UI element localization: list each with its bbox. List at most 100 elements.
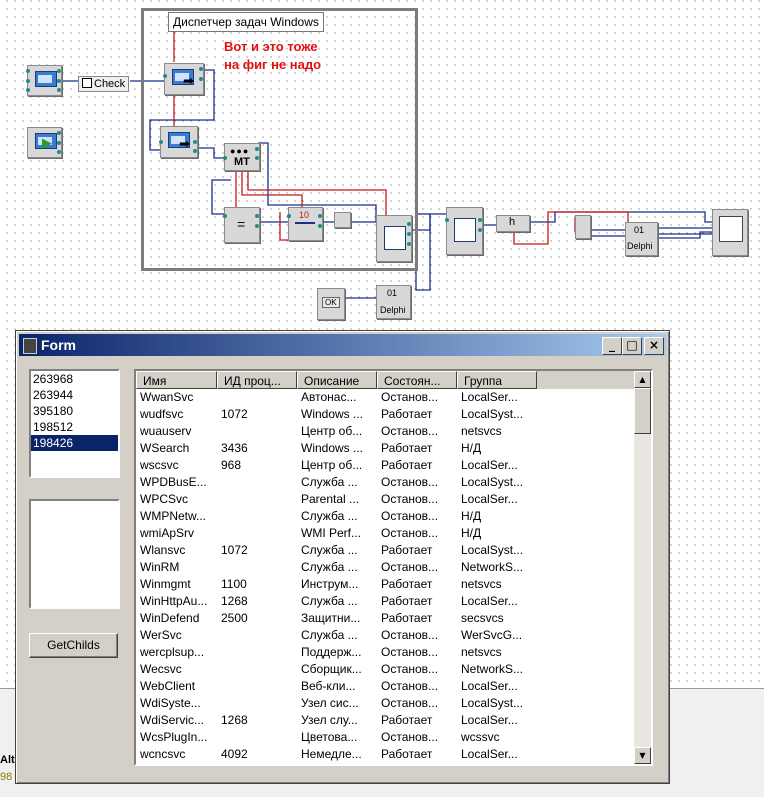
counter-block[interactable]: 10 bbox=[287, 207, 323, 241]
ok-button-block[interactable]: OK bbox=[317, 288, 345, 320]
table-cell: Работает bbox=[381, 594, 433, 608]
table-cell: netsvcs bbox=[461, 645, 502, 659]
services-listview[interactable]: Имя ИД проц... Описание Состоян... Групп… bbox=[134, 369, 653, 766]
table-cell: Н/Д bbox=[461, 526, 482, 540]
pid-list-item[interactable]: 198512 bbox=[33, 420, 74, 434]
comment-text[interactable]: Вот и это тоже на фиг не надо bbox=[224, 38, 321, 74]
table-cell bbox=[221, 389, 299, 406]
arrow-right-icon: ➡ bbox=[183, 74, 194, 89]
window-process-block[interactable]: ➡ bbox=[163, 63, 204, 95]
table-cell bbox=[221, 695, 299, 712]
group-title[interactable]: Диспетчер задач Windows bbox=[168, 12, 324, 32]
pid-list-item[interactable]: 198426 bbox=[31, 435, 118, 451]
listview-block[interactable] bbox=[376, 215, 412, 262]
table-cell: 1072 bbox=[221, 543, 248, 557]
listview-block-2[interactable] bbox=[445, 207, 483, 255]
table-cell bbox=[221, 627, 299, 644]
h-label: h bbox=[509, 216, 516, 228]
table-cell: Wecsvc bbox=[140, 662, 182, 676]
form-title-bar[interactable]: Form _ □ × bbox=[19, 334, 666, 356]
equal-block[interactable]: = bbox=[223, 207, 260, 243]
h-block[interactable]: h bbox=[496, 215, 530, 232]
hub-block[interactable] bbox=[575, 215, 591, 239]
table-cell: 1268 bbox=[221, 713, 248, 727]
table-cell: LocalSyst... bbox=[461, 543, 524, 557]
pid-list-item[interactable]: 263968 bbox=[33, 372, 74, 386]
table-cell: Останов... bbox=[381, 492, 439, 506]
table-cell: Служба ... bbox=[301, 509, 358, 523]
equal-label: = bbox=[237, 216, 246, 232]
table-row[interactable]: wercplsup...Поддерж...Останов...netsvcs bbox=[136, 644, 634, 661]
check-component[interactable]: Check bbox=[78, 76, 130, 92]
table-cell: Останов... bbox=[381, 526, 439, 540]
column-header-pid[interactable]: ИД проц... bbox=[217, 371, 297, 389]
table-cell: Служба ... bbox=[301, 628, 358, 642]
delphi-block[interactable]: 01 Delphi bbox=[625, 222, 658, 256]
column-header-description[interactable]: Описание bbox=[297, 371, 377, 389]
close-button[interactable]: × bbox=[644, 337, 664, 355]
column-header-group[interactable]: Группа bbox=[457, 371, 537, 389]
pid-list-item[interactable]: 263944 bbox=[33, 388, 74, 402]
table-cell bbox=[221, 678, 299, 695]
scroll-down-button[interactable]: ▼ bbox=[634, 747, 651, 764]
table-cell: LocalSyst... bbox=[461, 475, 524, 489]
table-icon bbox=[719, 216, 743, 242]
table-cell: Узел сис... bbox=[301, 696, 359, 710]
number-label: 10 bbox=[299, 210, 310, 220]
form-component-block[interactable] bbox=[26, 65, 62, 96]
pid-list-item[interactable]: 395180 bbox=[33, 404, 74, 418]
table-block[interactable] bbox=[712, 209, 748, 256]
table-cell: WerSvc bbox=[140, 628, 182, 642]
table-row[interactable]: WdiSyste...Узел сис...Останов...LocalSys… bbox=[136, 695, 634, 712]
group-frame[interactable] bbox=[141, 8, 418, 271]
window-process-block[interactable]: ➡ bbox=[159, 126, 198, 158]
column-header-state[interactable]: Состоян... bbox=[377, 371, 457, 389]
arrow-right-icon: ➡ bbox=[179, 137, 190, 152]
child-listbox[interactable] bbox=[29, 499, 120, 609]
minimize-button[interactable]: _ bbox=[602, 337, 622, 355]
start-component-block[interactable]: ▶ bbox=[27, 127, 62, 158]
table-row[interactable]: WPDBusE...Служба ...Останов...LocalSyst.… bbox=[136, 474, 634, 491]
multithread-block[interactable]: ●●● MT bbox=[223, 143, 260, 171]
table-cell: WPDBusE... bbox=[140, 475, 207, 489]
comment-line: на фиг не надо bbox=[224, 57, 322, 72]
table-cell: LocalSer... bbox=[461, 594, 518, 608]
table-cell: Работает bbox=[381, 543, 433, 557]
scroll-thumb[interactable] bbox=[634, 388, 651, 434]
maximize-button[interactable]: □ bbox=[622, 337, 642, 355]
table-cell bbox=[221, 661, 299, 678]
table-cell: wuauserv bbox=[140, 424, 192, 438]
table-cell: Останов... bbox=[381, 424, 439, 438]
table-cell: Центр об... bbox=[301, 458, 363, 472]
scroll-up-button[interactable]: ▲ bbox=[634, 371, 651, 388]
table-cell: Н/Д bbox=[461, 509, 482, 523]
delphi-block[interactable]: 01 Delphi bbox=[376, 285, 411, 319]
table-row[interactable]: WcsPlugIn...Цветова...Останов...wcssvc bbox=[136, 729, 634, 746]
get-childs-button[interactable]: GetChilds bbox=[29, 633, 118, 658]
column-header-name[interactable]: Имя bbox=[136, 371, 217, 389]
table-cell: Работает bbox=[381, 458, 433, 472]
table-row[interactable]: WMPNetw...Служба ...Останов...Н/Д bbox=[136, 508, 634, 525]
vertical-scrollbar[interactable]: ▲ ▼ bbox=[634, 371, 651, 764]
listview-header: Имя ИД проц... Описание Состоян... Групп… bbox=[136, 371, 634, 389]
hub-block[interactable] bbox=[334, 212, 351, 228]
